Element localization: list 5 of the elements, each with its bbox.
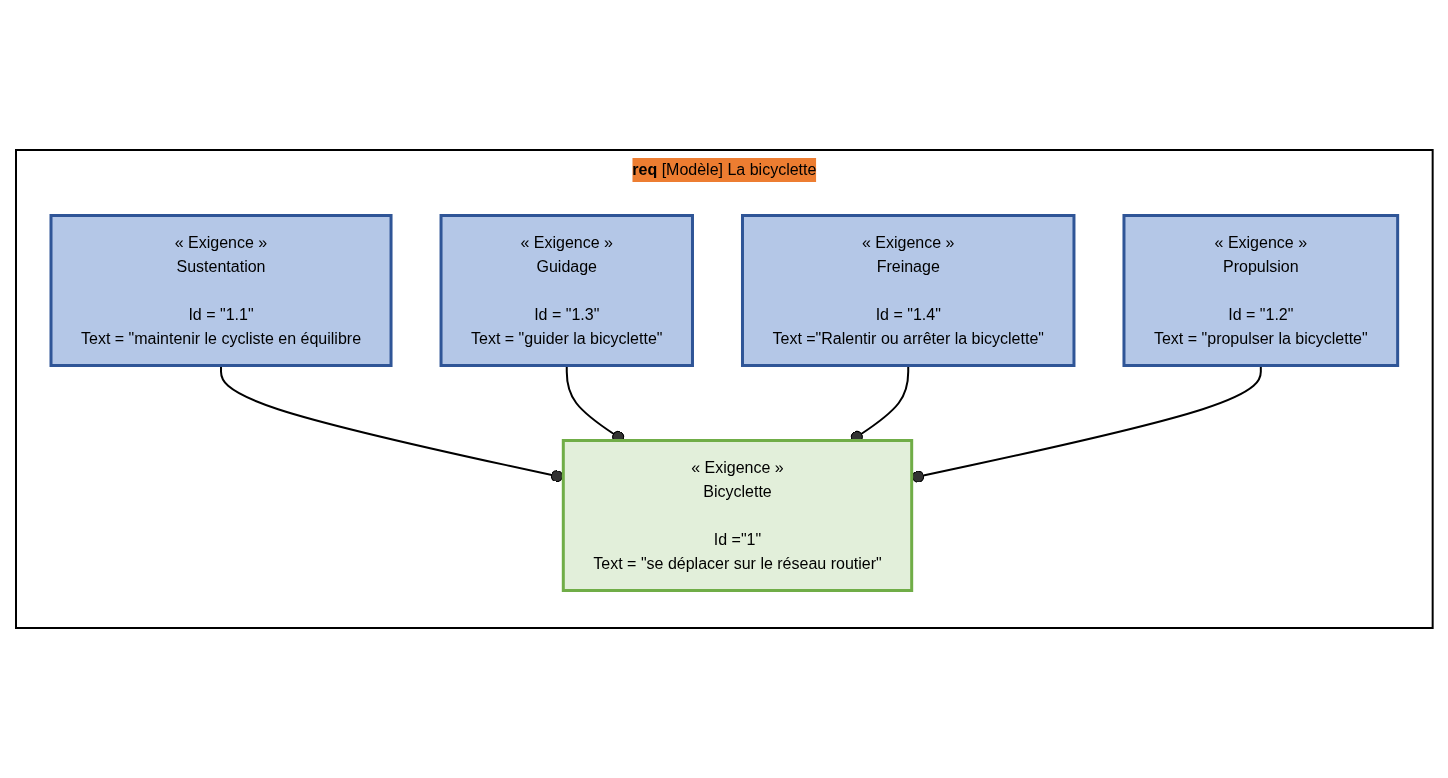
node-box: « Exigence » Propulsion Id = "1.2" Text = "propulser la bicyclette" (1122, 214, 1399, 367)
node-box: « Exigence » Guidage Id = "1.3" Text = "guider la bicyclette" (439, 214, 694, 367)
node-box: « Exigence » Freinage Id = "1.4" Text ="Ralentir ou arrêter la bicyclette" (740, 214, 1076, 367)
node-box: « Exigence » Bicyclette Id ="1" Text = "se déplacer sur le réseau routier" (561, 439, 913, 592)
node-box: « Exigence » Sustentation Id = "1.1" Text = "maintenir le cycliste en équilibre (49, 214, 393, 367)
